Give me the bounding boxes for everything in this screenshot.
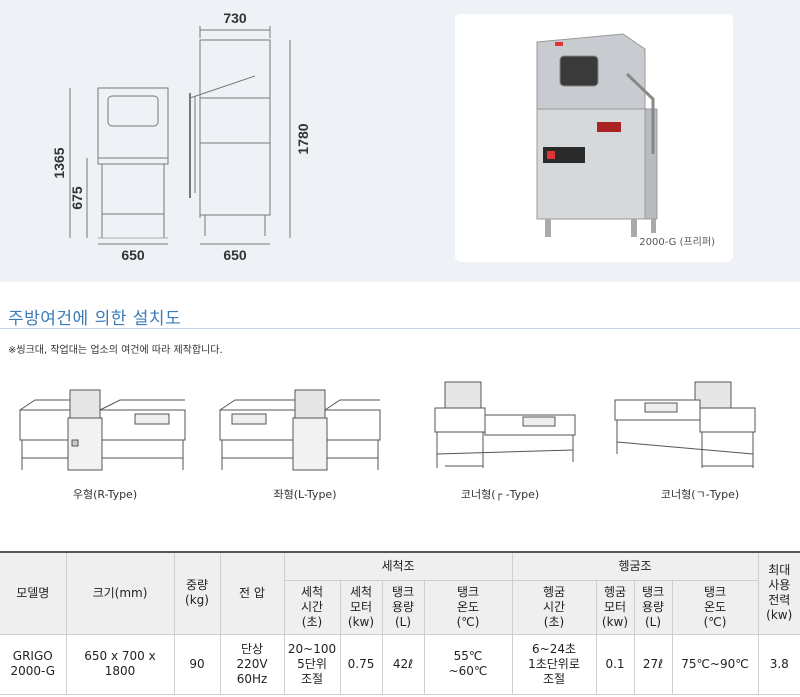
product-photo-card: 2000-G (프리퍼) — [455, 14, 733, 262]
header-voltage: 전 압 — [219, 551, 285, 635]
cell-max-power: 3.8 — [757, 633, 800, 695]
cell-size: 650 x 700 x 1800 — [65, 633, 175, 695]
header-wash-time: 세척 시간 (초) — [284, 579, 341, 635]
header-wash-motor: 세척 모터 (kw) — [339, 579, 383, 635]
dim-top-width: 730 — [223, 10, 247, 26]
header-rinse-time: 헹굼 시간 (초) — [511, 579, 597, 635]
header-weight: 중량 (kg) — [173, 551, 221, 635]
layout-corner-type-1-illustration — [434, 381, 576, 468]
layout-l-type-label: 좌형(L-Type) — [273, 488, 337, 501]
dim-side-height: 1780 — [295, 123, 311, 154]
header-size: 크기(mm) — [65, 551, 175, 635]
header-rinse-group: 헹굼조 — [511, 551, 759, 581]
cell-wash-temp: 55℃ ~60℃ — [423, 633, 513, 695]
cell-model: GRIGO 2000-G — [0, 633, 67, 695]
cell-wash-time: 20~100 5단위 조절 — [283, 633, 341, 695]
layout-l-type: 좌형(L-Type) — [210, 370, 400, 505]
section-divider — [0, 328, 800, 329]
layout-corner-type-1-label: 코너형(┌ -Type) — [460, 488, 540, 501]
layout-r-type-label: 우형(R-Type) — [72, 488, 138, 501]
layout-corner-type-2-label: 코너형(ㄱ-Type) — [660, 488, 740, 501]
header-wash-tank: 탱크 용량 (L) — [381, 579, 425, 635]
dishwasher-image — [536, 33, 658, 237]
header-model: 모델명 — [0, 551, 67, 635]
cell-voltage: 단상 220V 60Hz — [219, 633, 285, 695]
dim-side-width: 650 — [223, 247, 247, 263]
spec-header-row-1: 모델명 크기(mm) 중량 (kg) 전 압 세척조 헹굼조 최대 사용 전력 … — [0, 551, 800, 635]
cell-rinse-temp: 75℃~90℃ — [671, 633, 759, 695]
section-note: ※씽크대, 작업대는 업소의 여건에 따라 제작합니다. — [8, 345, 223, 356]
layout-corner-type-2-illustration — [614, 381, 756, 468]
cell-rinse-motor: 0.1 — [595, 633, 635, 695]
product-overview-panel: 730 650 650 1365 675 1780 2000-G (프리퍼) — [0, 0, 800, 282]
technical-drawing: 730 650 650 1365 675 1780 — [51, 10, 311, 263]
header-rinse-tank: 탱크 용량 (L) — [633, 579, 673, 635]
dim-front-table-height: 675 — [69, 186, 85, 210]
header-rinse-motor: 헹굼 모터 (kw) — [595, 579, 635, 635]
product-caption: 2000-G (프리퍼) — [639, 237, 715, 248]
section-title: 주방여건에 의한 설치도 — [8, 309, 182, 329]
spec-table: 모델명 크기(mm) 중량 (kg) 전 압 세척조 헹굼조 최대 사용 전력 … — [0, 551, 800, 695]
header-max-power: 최대 사용 전력 (kw) — [757, 551, 800, 635]
layout-corner-type-2: 코너형(ㄱ-Type) — [605, 370, 795, 505]
layout-corner-type-1: 코너형(┌ -Type) — [405, 370, 595, 505]
table-row: GRIGO 2000-G 650 x 700 x 1800 90 단상 220V… — [0, 633, 800, 695]
layout-r-type-illustration — [19, 389, 186, 471]
spec-header-row-2: 세척 시간 (초) 세척 모터 (kw) 탱크 용량 (L) 탱크 온도 (℃)… — [0, 579, 800, 635]
dim-front-height: 1365 — [51, 147, 67, 178]
cell-rinse-time: 6~24초 1초단위로 조절 — [511, 633, 597, 695]
cell-wash-tank: 42ℓ — [381, 633, 425, 695]
dim-front-width: 650 — [121, 247, 145, 263]
header-wash-temp: 탱크 온도 (℃) — [423, 579, 513, 635]
cell-rinse-tank: 27ℓ — [633, 633, 673, 695]
cell-wash-motor: 0.75 — [339, 633, 383, 695]
cell-weight: 90 — [173, 633, 221, 695]
header-rinse-temp: 탱크 온도 (℃) — [671, 579, 758, 635]
installation-layouts: 우형(R-Type) 좌형(L-Type) — [0, 370, 800, 510]
layout-l-type-illustration — [219, 389, 381, 471]
layout-r-type: 우형(R-Type) — [10, 370, 200, 505]
header-wash-group: 세척조 — [283, 551, 513, 581]
